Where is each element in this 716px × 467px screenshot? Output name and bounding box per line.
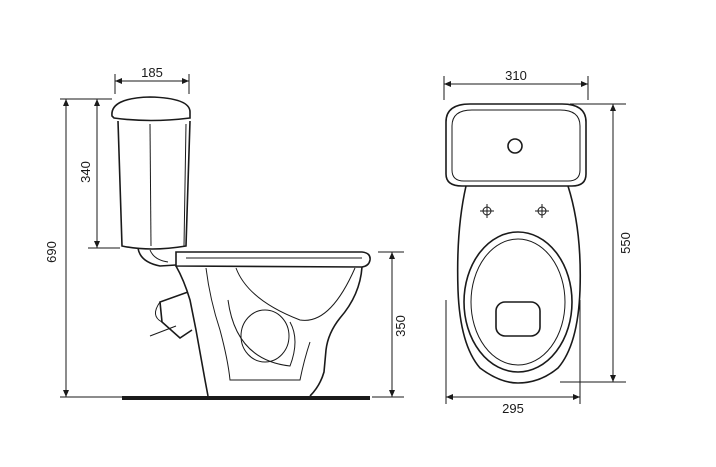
mounting-bolt-left-icon: [480, 204, 494, 218]
cistern-body: [117, 120, 191, 250]
flush-button-icon: [507, 138, 523, 154]
bowl-rim: [175, 251, 371, 268]
outlet-pipe: [159, 291, 193, 340]
dim-tank-width: 185: [141, 65, 163, 80]
dim-base-width: 295: [502, 401, 524, 416]
drain-outlet: [495, 301, 541, 337]
dim-total-height: 690: [44, 241, 59, 263]
cistern-lid: [111, 96, 191, 122]
dim-tank-height: 340: [78, 161, 93, 183]
bowl-top-outline: [456, 185, 582, 384]
dim-depth: 550: [618, 232, 633, 254]
mounting-bolt-right-icon: [535, 204, 549, 218]
side-view: 185 690 340 350: [44, 65, 408, 400]
seat-ring: [463, 231, 573, 373]
top-view: 310 550 295: [443, 68, 633, 416]
dim-seat-height: 350: [393, 315, 408, 337]
floor-line: [122, 396, 370, 400]
cistern-top: [445, 103, 587, 187]
dim-top-width: 310: [505, 68, 527, 83]
bowl-body: [175, 265, 363, 397]
